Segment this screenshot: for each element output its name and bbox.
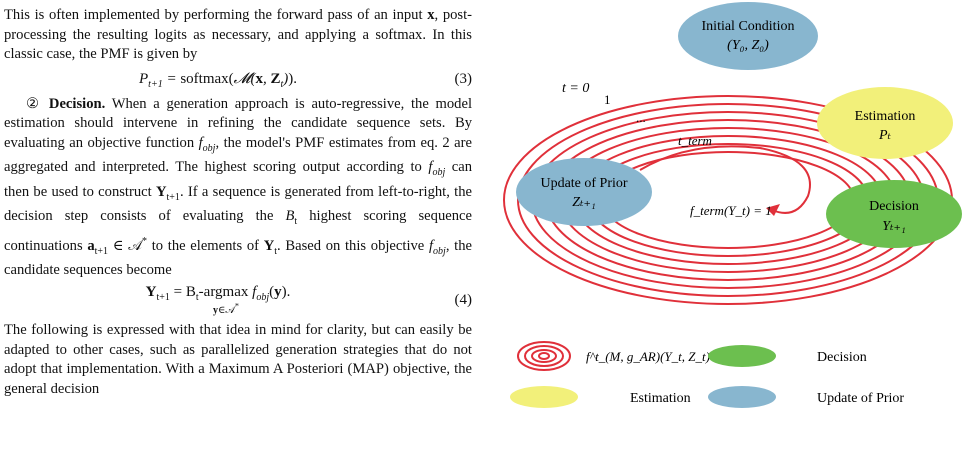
- node-decision: [826, 180, 962, 248]
- node-initial-condition: [678, 2, 818, 70]
- equation-4-label: (4): [454, 292, 473, 309]
- node-estimation-line2: Pₜ: [878, 128, 892, 143]
- label-tterm: t_term: [678, 133, 712, 148]
- legend-spiral-label: f^t_(M, g_AR)(Y_t, Z_t): [586, 349, 710, 364]
- spiral-diagram: Initial Condition (Y₀, Z₀) Estimation Pₜ…: [503, 2, 962, 408]
- node-estimation: [817, 87, 953, 159]
- section-marker: ②: [26, 95, 43, 112]
- label-t0: t = 0: [562, 81, 589, 96]
- node-prior-line2: Zₜ₊₁: [572, 195, 596, 210]
- paragraph-decision: ② Decision. When a generation approach i…: [4, 95, 473, 279]
- paragraph-softmax: This is often implemented by performing …: [4, 7, 473, 63]
- label-fterm: f_term(Y_t) = 1: [690, 203, 772, 218]
- label-dots: ...: [636, 110, 646, 125]
- equation-3-formula: Pt+1 = softmax(𝓜(x, Zt)).: [139, 70, 297, 90]
- paragraph-followup: The following is expressed with that ide…: [4, 321, 472, 397]
- label-one: 1: [604, 92, 611, 107]
- node-initial-line1: Initial Condition: [702, 19, 795, 34]
- section-title: Decision.: [48, 95, 106, 112]
- node-update-prior: [516, 158, 652, 226]
- spiral-arrowhead-icon: [766, 204, 780, 216]
- legend-decision-label: Decision: [817, 350, 867, 365]
- node-decision-line1: Decision: [869, 199, 919, 214]
- node-initial-line2: (Y₀, Z₀): [727, 38, 769, 53]
- legend: f^t_(M, g_AR)(Y_t, Z_t) Decision Estimat…: [510, 341, 904, 408]
- node-prior-line1: Update of Prior: [540, 176, 627, 191]
- equation-3-label: (3): [454, 71, 473, 88]
- legend-spiral-icon: [517, 341, 571, 371]
- node-estimation-line1: Estimation: [855, 109, 916, 124]
- paper-text-column: This is often implemented by performing …: [4, 6, 472, 399]
- legend-prior-swatch: [708, 386, 776, 408]
- node-decision-line2: Yₜ₊₁: [882, 219, 906, 234]
- spiral-figure: Initial Condition (Y₀, Z₀) Estimation Pₜ…: [490, 0, 964, 444]
- legend-decision-swatch: [708, 345, 776, 367]
- legend-prior-label: Update of Prior: [817, 391, 904, 406]
- spiral-terminal-arc: [639, 145, 811, 214]
- legend-estimation-swatch: [510, 386, 578, 408]
- equation-3: Pt+1 = softmax(𝓜(x, Zt)). (3): [4, 65, 472, 95]
- legend-estimation-label: Estimation: [630, 391, 691, 406]
